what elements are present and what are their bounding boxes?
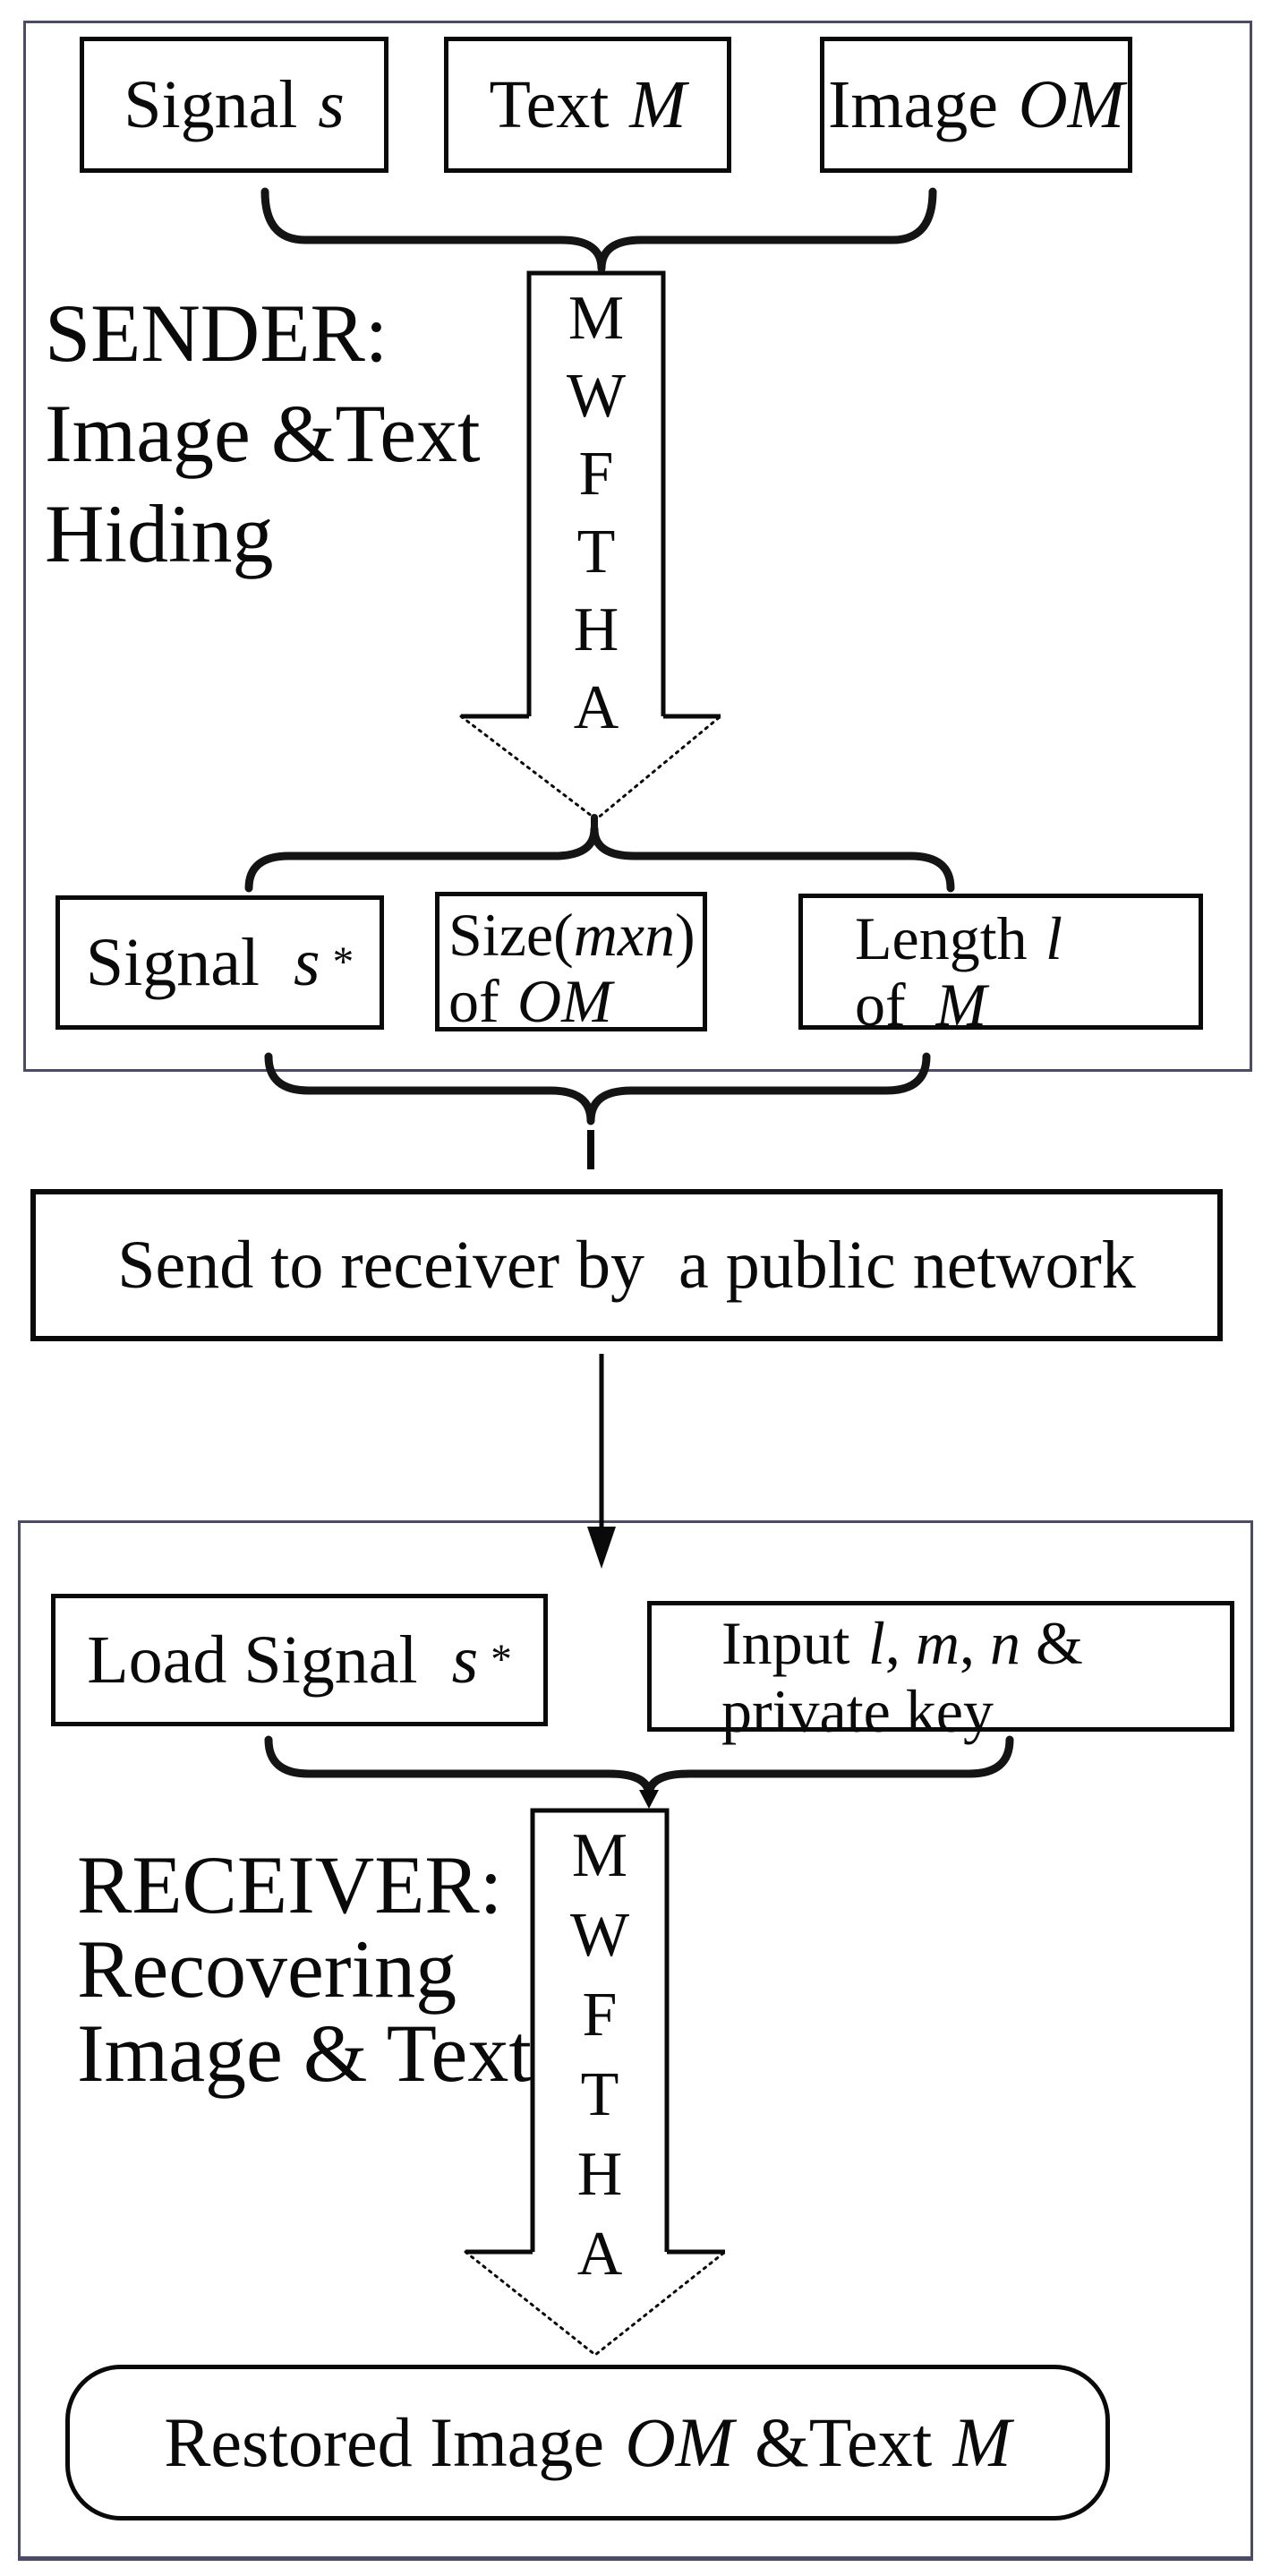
- text-m-label: Text: [489, 66, 610, 142]
- algorithm-letter: W: [569, 1901, 630, 1970]
- algorithm-letter: A: [573, 673, 619, 742]
- restored-label2: &Text: [755, 2403, 933, 2481]
- restored-m-variable: M: [952, 2403, 1011, 2481]
- algorithm-letter: F: [578, 440, 614, 509]
- receiver-header-line1: RECEIVER:: [77, 1839, 503, 1930]
- length-m-variable: M: [935, 971, 987, 1039]
- algorithm-letter: T: [580, 2060, 619, 2129]
- algorithm-letter: M: [571, 1821, 628, 1890]
- load-signal-variable: s: [451, 1622, 479, 1698]
- signal-star-variable: s: [294, 924, 320, 1000]
- image-om-variable: OM: [1018, 66, 1124, 142]
- algorithm-letter: H: [573, 595, 619, 664]
- sender-header-line3: Hiding: [45, 488, 274, 579]
- sender-header-line2: Image &Text: [45, 388, 481, 479]
- algorithm-letter: M: [567, 284, 625, 353]
- mwftha-letters-sender: M W F T H A: [529, 279, 663, 747]
- size-om-variable: OM: [517, 967, 612, 1035]
- image-om-box: Image OM: [820, 37, 1132, 173]
- algorithm-letter: T: [576, 518, 616, 586]
- receiver-header: RECEIVER: Recovering Image & Text: [77, 1843, 532, 2095]
- algorithm-letter: A: [576, 2220, 623, 2289]
- signal-star-label: Signal: [85, 924, 260, 1000]
- text-m-variable: M: [629, 66, 687, 142]
- algorithm-letter: W: [566, 362, 627, 431]
- restored-om-variable: OM: [625, 2403, 734, 2481]
- image-om-label: Image: [828, 66, 998, 142]
- size-mxn-variable: mxn: [573, 901, 676, 969]
- network-label: Send to receiver by a public network: [117, 1227, 1136, 1303]
- algorithm-letter: F: [582, 1981, 618, 2050]
- signal-s-variable: s: [318, 66, 345, 142]
- length-l-variable: l: [1045, 904, 1062, 972]
- receiver-header-line2: Recovering: [77, 1923, 457, 2015]
- receiver-section-frame: [18, 1520, 1253, 2561]
- size-line1: Size(mxn): [448, 901, 696, 969]
- signal-s-label: Signal: [124, 66, 298, 142]
- mwftha-letters-receiver: M W F T H A: [533, 1816, 667, 2294]
- receiver-header-line3: Image & Text: [77, 2007, 532, 2099]
- algorithm-letter: H: [576, 2140, 623, 2209]
- sender-header: SENDER: Image &Text Hiding: [45, 283, 481, 584]
- input-params-line2: private key: [721, 1677, 994, 1745]
- sender-header-line1: SENDER:: [45, 287, 388, 379]
- restored-label1: Restored Image: [164, 2403, 604, 2481]
- network-box: Send to receiver by a public network: [30, 1189, 1223, 1341]
- load-signal-label: Load Signal: [87, 1622, 418, 1698]
